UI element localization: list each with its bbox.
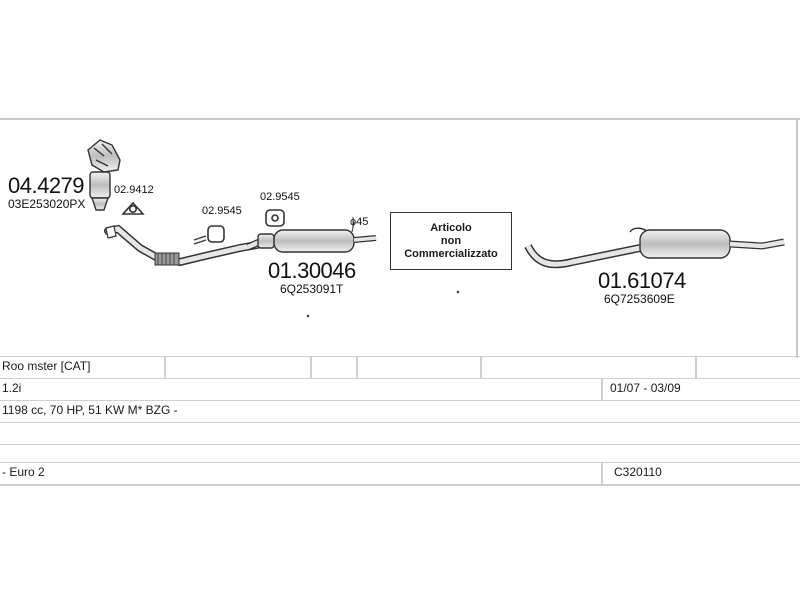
gasket-b-code[interactable]: 02.9545 xyxy=(202,205,242,217)
table-row: - Euro 2 C320110 xyxy=(0,462,800,485)
rear-silencer-oem: 6Q7253609E xyxy=(604,292,675,306)
divider xyxy=(695,357,697,379)
gasket-a-code[interactable]: 02.9412 xyxy=(114,184,154,196)
vehicle-engine: 1.2i xyxy=(2,381,22,395)
diameter-pointer xyxy=(351,221,355,233)
table-row: 1.2i 01/07 - 03/09 xyxy=(0,378,800,401)
notice-line-2: non xyxy=(440,234,462,247)
table-row xyxy=(0,444,800,466)
rear-silencer-code[interactable]: 01.61074 xyxy=(598,268,686,293)
notice-line-3: Commercializzato xyxy=(404,247,498,260)
middle-silencer-oem: 6Q253091T xyxy=(280,282,344,296)
catalytic-converter-code[interactable]: 04.4279 xyxy=(8,173,85,198)
front-pipe-drawing[interactable] xyxy=(104,224,266,267)
hanger-left-drawing[interactable] xyxy=(193,225,225,245)
gasket-triangle-drawing[interactable] xyxy=(121,201,145,215)
table-bottom-border xyxy=(0,484,800,486)
vehicle-period: 01/07 - 03/09 xyxy=(610,381,681,395)
diagram-right-border xyxy=(796,118,798,358)
dot-mark xyxy=(306,314,310,318)
divider xyxy=(356,357,358,379)
dot-mark xyxy=(456,290,460,294)
notice-line-1: Articolo xyxy=(430,221,472,234)
middle-silencer-drawing[interactable] xyxy=(246,229,377,253)
table-row: Roo mster [CAT] xyxy=(0,356,800,379)
rear-silencer-drawing[interactable] xyxy=(524,227,785,269)
divider xyxy=(164,357,166,379)
catalytic-converter-oem: 03E253020PX xyxy=(8,197,86,211)
divider xyxy=(480,357,482,379)
divider xyxy=(601,463,603,485)
table-row xyxy=(0,422,800,444)
middle-silencer-diameter: ϕ45 xyxy=(350,216,369,228)
diagram-top-border xyxy=(0,118,800,120)
gasket-c-code[interactable]: 02.9545 xyxy=(260,191,300,203)
vehicle-specs: 1198 cc, 70 HP, 51 KW M* BZG - xyxy=(2,403,178,417)
vehicle-emission: - Euro 2 xyxy=(2,465,45,479)
middle-silencer-code[interactable]: 01.30046 xyxy=(268,258,356,283)
divider xyxy=(601,379,603,401)
table-row: 1198 cc, 70 HP, 51 KW M* BZG - xyxy=(0,400,800,422)
vehicle-code: C320110 xyxy=(614,465,662,479)
not-sold-notice: Articolo non Commercializzato xyxy=(390,212,512,270)
vehicle-model: Roo mster [CAT] xyxy=(2,359,91,373)
catalytic-converter-drawing[interactable] xyxy=(87,139,121,211)
divider xyxy=(310,357,312,379)
hanger-right-drawing[interactable] xyxy=(265,209,285,227)
